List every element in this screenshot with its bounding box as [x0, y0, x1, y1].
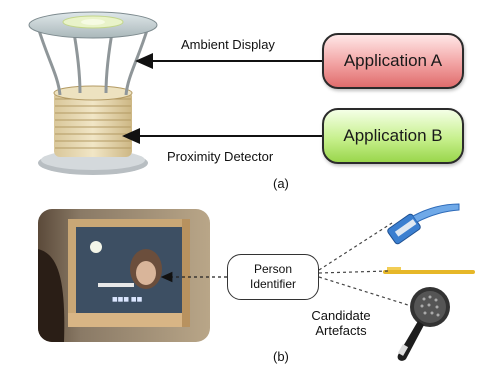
person-identifier-line1: Person — [253, 262, 293, 276]
panel-a-caption: (a) — [273, 176, 289, 191]
person-identifier-box: Person Identifier — [227, 254, 319, 300]
panel-a-arrows — [122, 53, 322, 144]
ambient-display-label: Ambient Display — [181, 37, 275, 52]
candidate-artefacts-label: Candidate Artefacts — [306, 308, 376, 338]
identifier-to-razor-line — [318, 222, 393, 271]
identifier-to-hairbrush-line — [318, 276, 409, 306]
candidate-line1: Candidate — [311, 308, 371, 323]
panel-b-caption: (b) — [273, 349, 289, 364]
identifier-to-toothbrush-line — [318, 270, 389, 274]
proximity-detector-label: Proximity Detector — [167, 149, 274, 164]
hairbrush-icon — [397, 287, 450, 361]
toothbrush-icon — [383, 267, 475, 274]
ambient-table-image — [28, 11, 158, 175]
application-a-box: Application A — [322, 33, 464, 89]
razor-icon — [387, 203, 460, 245]
person-identifier-line2: Identifier — [249, 277, 297, 291]
svg-text:■■■ ■■: ■■■ ■■ — [112, 296, 143, 303]
application-b-box: Application B — [322, 108, 464, 164]
candidate-line2: Artefacts — [315, 323, 367, 338]
panel-b-connectors — [160, 222, 409, 306]
mirror-photo: ■■■ ■■ — [38, 209, 210, 342]
